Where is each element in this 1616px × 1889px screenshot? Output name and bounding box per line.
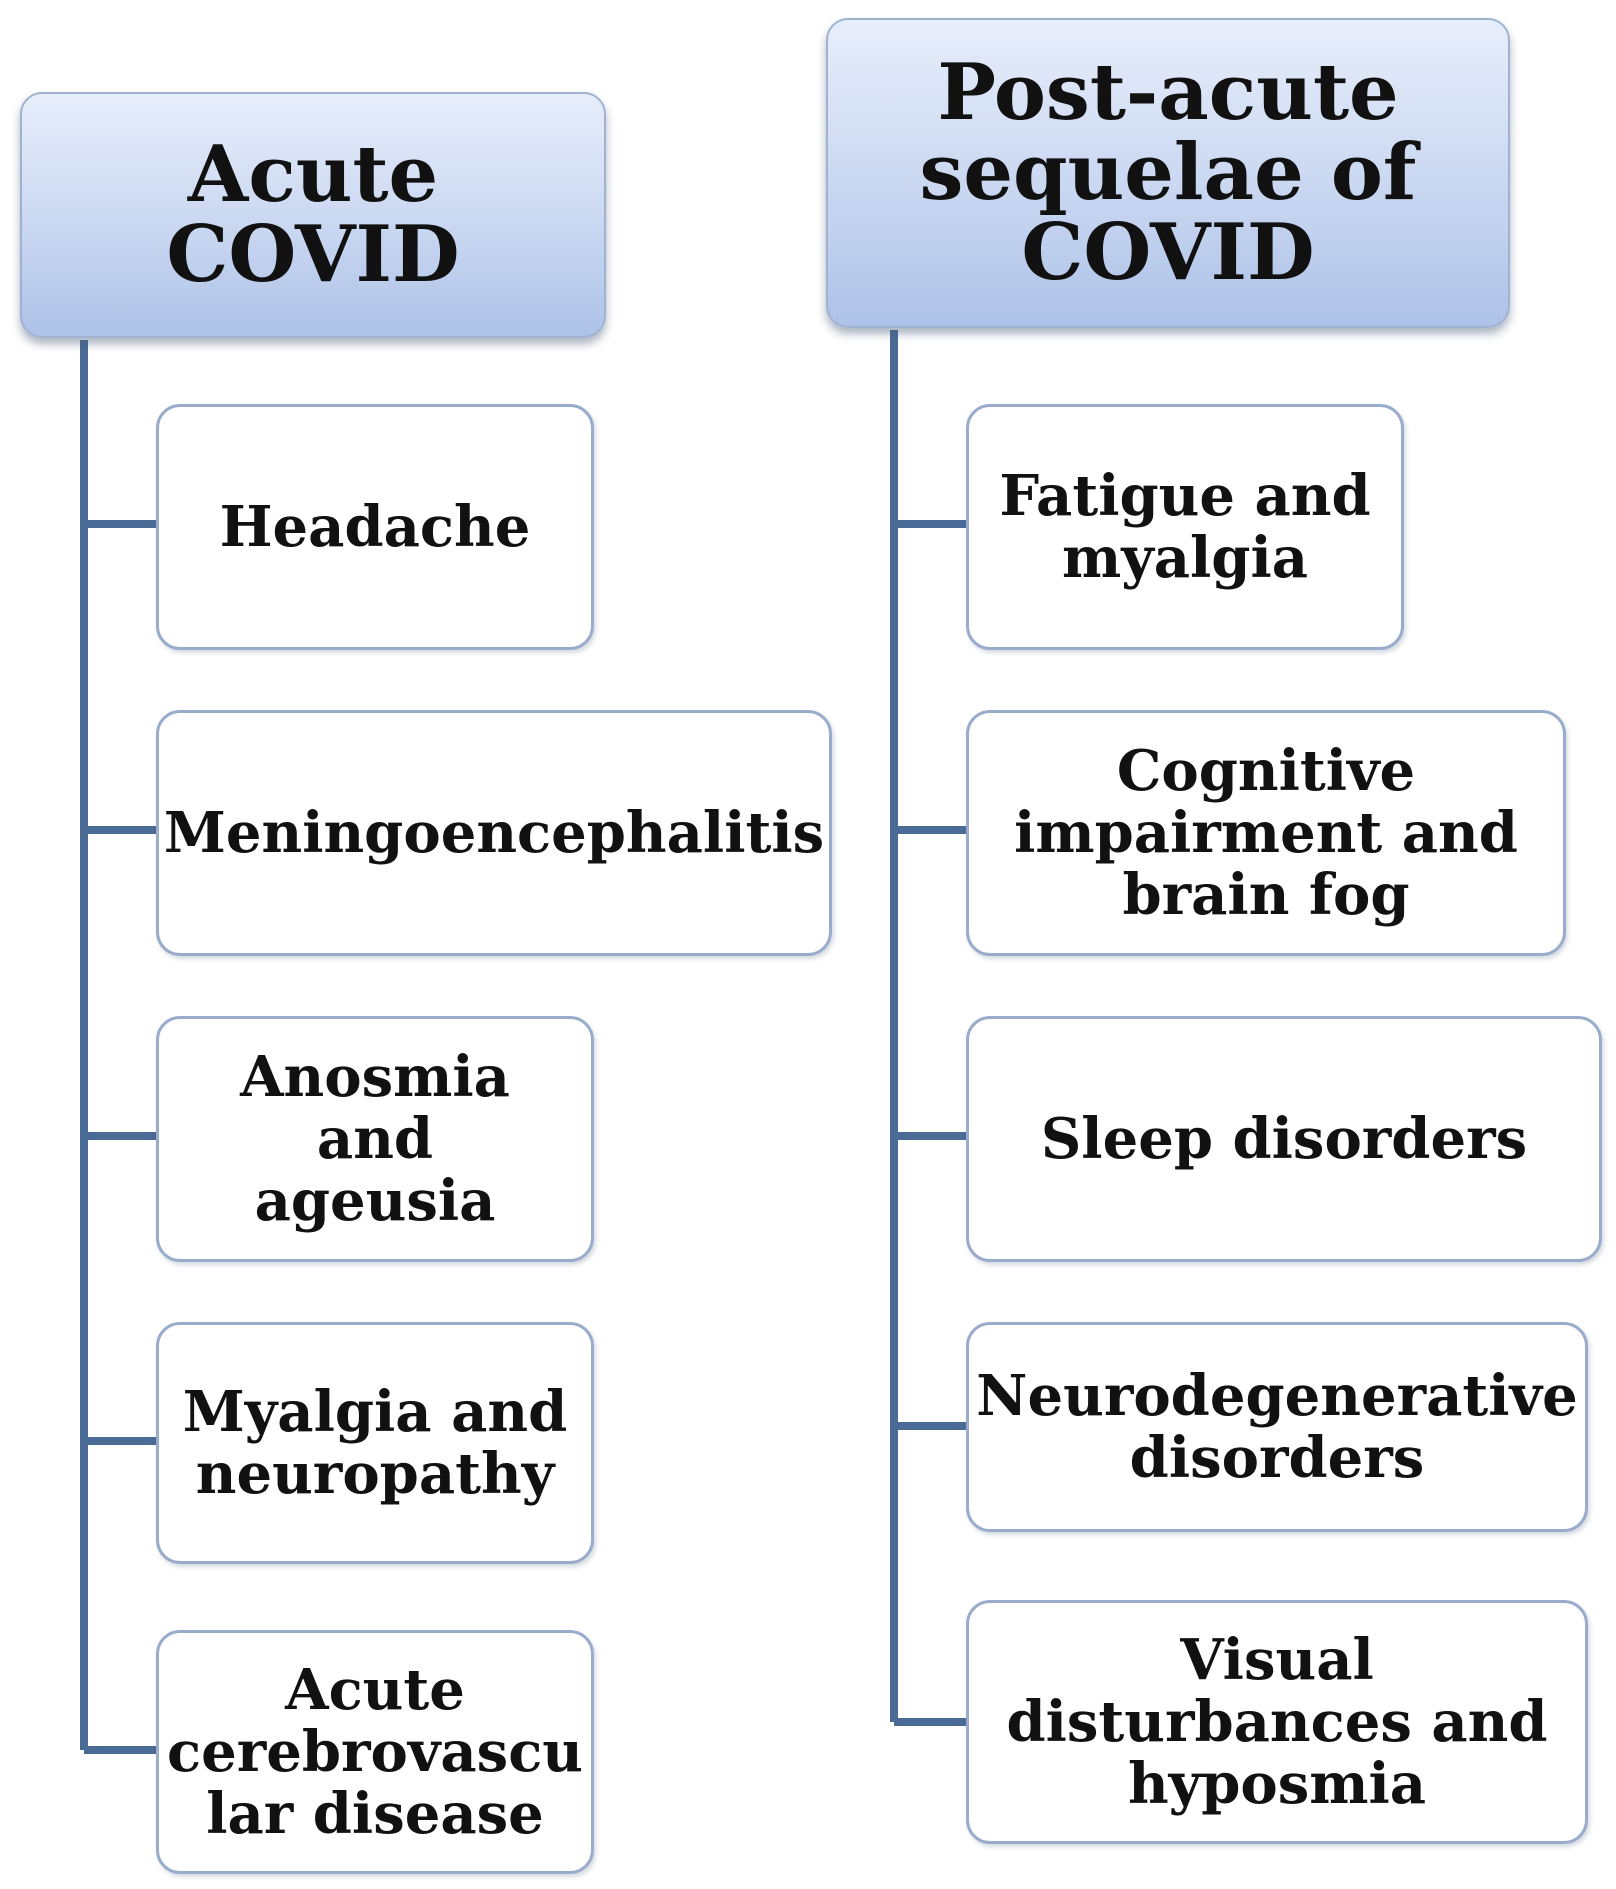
item-sleep-disorders: Sleep disorders	[966, 1016, 1602, 1262]
item-myalgia-neuropathy-label: Myalgia and neuropathy	[182, 1379, 568, 1507]
item-neurodegenerative: Neurodegenerative disorders	[966, 1322, 1588, 1532]
item-meningoencephalitis: Meningoencephalitis	[156, 710, 832, 956]
item-sleep-disorders-label: Sleep disorders	[1040, 1106, 1528, 1172]
item-cognitive-impairment-label: Cognitive impairment and brain fog	[1014, 738, 1518, 928]
header-acute-covid-label: Acute COVID	[166, 129, 460, 300]
item-fatigue-myalgia-label: Fatigue and myalgia	[999, 463, 1371, 591]
header-acute-covid: Acute COVID	[20, 92, 606, 338]
item-headache: Headache	[156, 404, 594, 650]
header-post-acute-label: Post-acute sequelae of COVID	[919, 47, 1417, 298]
item-anosmia-ageusia: Anosmia and ageusia	[156, 1016, 594, 1262]
item-headache-label: Headache	[219, 494, 531, 560]
item-neurodegenerative-label: Neurodegenerative disorders	[976, 1363, 1578, 1491]
item-anosmia-ageusia-label: Anosmia and ageusia	[240, 1044, 510, 1234]
item-meningoencephalitis-label: Meningoencephalitis	[163, 800, 825, 866]
item-visual-disturbances: Visual disturbances and hyposmia	[966, 1600, 1588, 1844]
item-acute-cerebrovascular: Acute cerebrovascu lar disease	[156, 1630, 594, 1874]
item-cognitive-impairment: Cognitive impairment and brain fog	[966, 710, 1566, 956]
item-fatigue-myalgia: Fatigue and myalgia	[966, 404, 1404, 650]
item-myalgia-neuropathy: Myalgia and neuropathy	[156, 1322, 594, 1564]
header-post-acute-sequelae: Post-acute sequelae of COVID	[826, 18, 1510, 328]
item-visual-disturbances-label: Visual disturbances and hyposmia	[1006, 1627, 1548, 1817]
item-acute-cerebrovascular-label: Acute cerebrovascu lar disease	[166, 1657, 584, 1847]
